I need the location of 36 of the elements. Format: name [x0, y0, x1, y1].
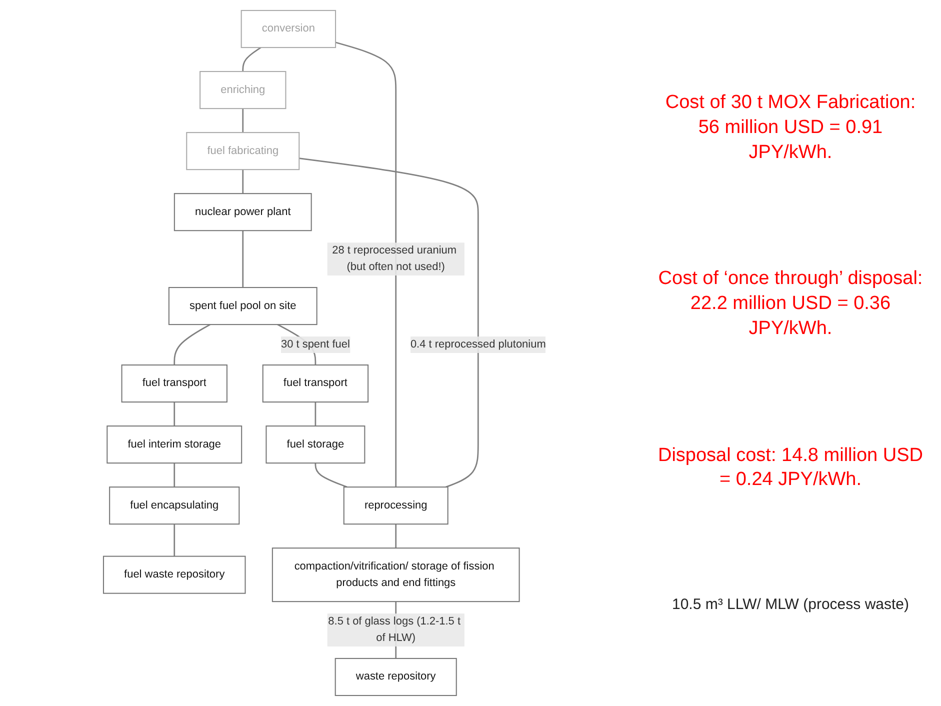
- connector: [396, 524, 397, 548]
- connector: [174, 402, 176, 426]
- node-box: [262, 364, 369, 403]
- connector: [315, 463, 348, 488]
- connector: [242, 108, 244, 133]
- edge-label: 8.5 t of glass logs (1.2-1.5 t of HLW): [328, 616, 461, 644]
- connector: [174, 324, 211, 365]
- flowchart: 28 t reprocessed uranium (but often not used!) 30 t spent fuel 0.4 t reprocessed plutonium 8.5 t of glass logs (1.2-1.5 t of HLW) conversion enriching fuel fabricating nuclear power plant spent fuel pool on site fuel transport fuel interim storage fuel encapsulating fuel waste repository fuel transport fuel storage reprocessing compaction/vitrification/ storage of fission products and end fittings waste repository: [98, 5, 552, 701]
- cost-note: Disposal cost: 14.8 million USD = 0.24 JPY/kWh.: [656, 444, 924, 492]
- node-box: [186, 132, 300, 170]
- node-box: [174, 193, 312, 232]
- node-box: [122, 364, 228, 403]
- connector: [299, 158, 480, 488]
- node-box: [109, 486, 240, 525]
- connector: [174, 524, 176, 556]
- connector: [174, 463, 176, 488]
- connector: [336, 42, 397, 488]
- node-box: [106, 426, 242, 464]
- connector: [242, 170, 244, 194]
- node-box: [344, 486, 449, 525]
- node-box: [103, 556, 246, 594]
- cost-note: Cost of 30 t MOX Fabrication: 56 million USD = 0.91 JPY/kWh.: [664, 91, 917, 164]
- node-box: [241, 10, 336, 48]
- edge-label: 30 t spent fuel: [281, 338, 350, 350]
- connector: [242, 230, 244, 288]
- node-box: [335, 658, 458, 696]
- node-box: [200, 71, 287, 110]
- edge-label: 28 t reprocessed uranium (but often not used!): [332, 244, 457, 273]
- edge-note: 10.5 m³ LLW/ MLW (process waste): [671, 595, 910, 615]
- node-box: [266, 426, 366, 464]
- node-box: [272, 548, 520, 602]
- connector: [315, 402, 316, 426]
- node-box: [168, 287, 318, 326]
- edge-label: 0.4 t reprocessed plutonium: [410, 338, 546, 350]
- cost-note: Cost of ‘once through’ disposal: 22.2 million USD = 0.36 JPY/kWh.: [657, 267, 924, 341]
- connector: [242, 46, 262, 72]
